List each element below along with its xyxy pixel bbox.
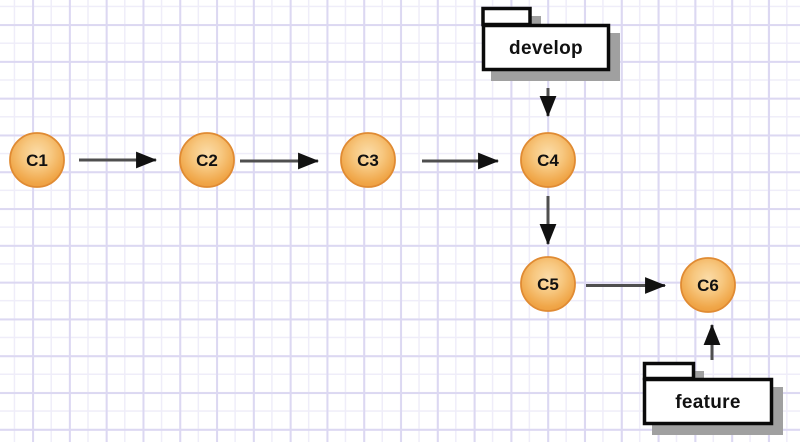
branch-label-develop: develop: [509, 38, 583, 59]
commit-label-c1: C1: [26, 151, 48, 170]
commit-node-c5[interactable]: C5: [520, 256, 576, 312]
commit-label-c5: C5: [537, 275, 559, 294]
commit-label-c2: C2: [196, 151, 218, 170]
commit-node-c4[interactable]: C4: [520, 132, 576, 188]
commit-label-c6: C6: [697, 276, 719, 295]
commit-node-c6[interactable]: C6: [680, 257, 736, 313]
commit-node-c2[interactable]: C2: [179, 132, 235, 188]
develop-folder-icon: [481, 6, 611, 72]
branch-folder-develop[interactable]: develop: [481, 6, 620, 82]
commit-node-c1[interactable]: C1: [9, 132, 65, 188]
feature-folder-icon: [642, 361, 774, 426]
commit-node-c3[interactable]: C3: [340, 132, 396, 188]
commit-label-c3: C3: [357, 151, 379, 170]
commit-label-c4: C4: [537, 151, 559, 170]
branch-label-feature: feature: [675, 392, 740, 413]
branch-folder-feature[interactable]: feature: [642, 361, 784, 436]
